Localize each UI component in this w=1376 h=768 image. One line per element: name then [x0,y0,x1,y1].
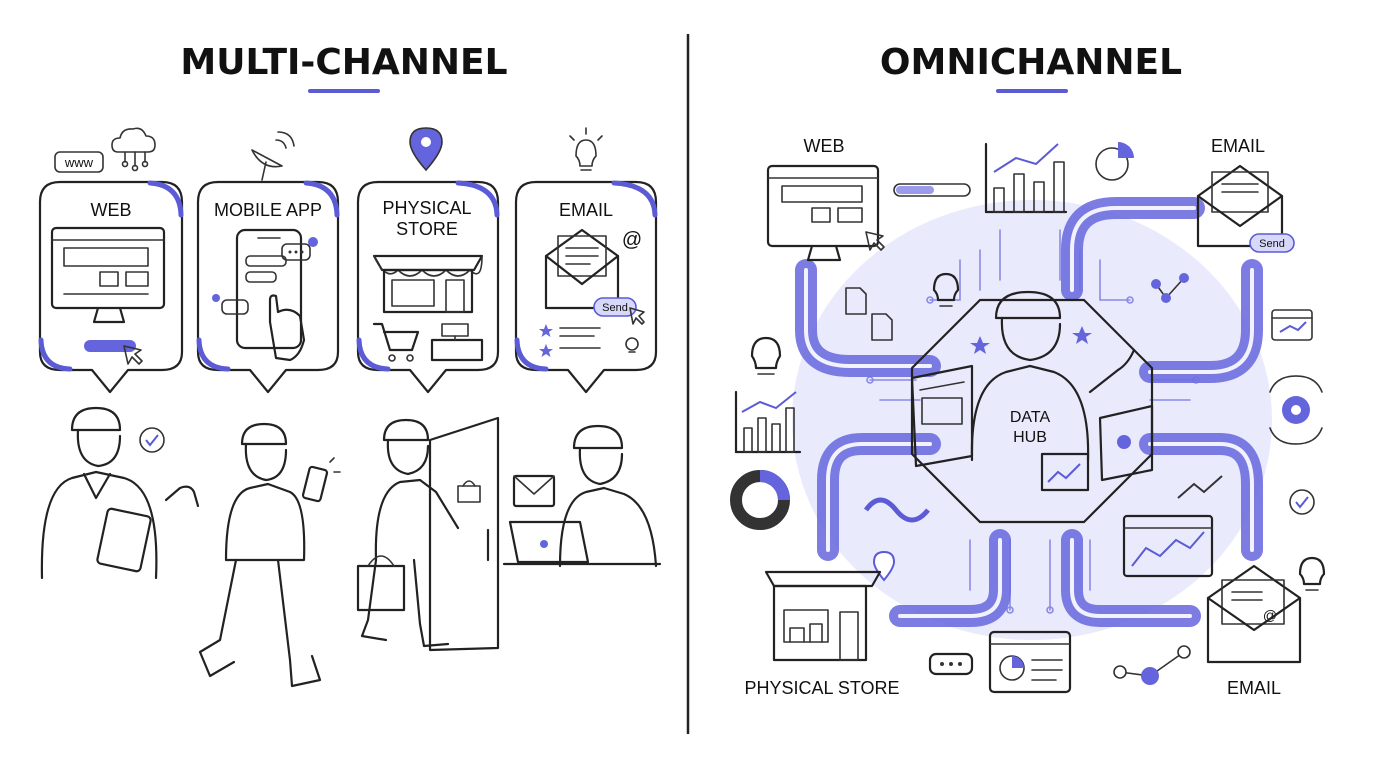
card-web: WEB www [38,127,184,394]
lightbulb-top-icon [569,127,603,171]
person-entering-store [356,416,500,652]
send-button: Send [593,297,645,325]
omni-envelope-bottom-icon: @ [1206,564,1302,664]
storefront-icon [372,254,484,314]
svg-text:Send: Send [602,302,628,314]
bar-chart-top-icon [984,142,1068,214]
at-sign-icon: @ [622,229,642,251]
satellite-dish-icon [251,131,295,181]
gear-sync-icon [1269,375,1323,445]
holo-screen-right [1098,404,1154,482]
shopping-cart-icon [372,322,420,362]
person-laptop [502,424,662,568]
web-button-pill [84,340,136,352]
cash-register-icon [430,323,484,362]
lightbulb-center-icon [932,272,960,307]
multichannel-title: MULTI-CHANNEL [180,42,507,83]
cloud-network-icon [111,127,156,172]
monitor-icon [50,226,166,324]
pie-chart-top-icon [1095,142,1134,181]
mail-notification-icon [512,474,556,508]
omnichannel-title: OMNICHANNEL [880,42,1182,83]
card-store-label-1: PHYSICAL [382,198,471,218]
star-icon-2 [1072,326,1092,344]
lightbulb-left-icon [750,336,782,375]
hub-label-1: DATA [1010,409,1051,426]
lightbulb-right-icon [1298,556,1326,591]
omni-envelope-top-icon: Send [1196,164,1295,253]
envelope-icon [544,228,620,310]
chat-bubble-bottom-icon [928,652,974,676]
omni-web-label: WEB [803,136,844,156]
infinity-loop-icon [863,497,930,523]
star-icon [970,336,990,354]
document-icons [845,287,893,341]
card-email-label: EMAIL [559,200,613,220]
hub-label-2: HUB [1013,429,1047,446]
dashboard-card-icon [988,630,1072,694]
card-store-label-2: STORE [396,219,458,239]
svg-text:Send: Send [1259,238,1285,250]
cursor-icon [123,345,143,365]
svg-text:@: @ [1263,607,1277,623]
checkmark-bubble-icon [139,427,165,453]
person-walking-phone [198,422,341,688]
omni-email-bottom-label: EMAIL [1227,678,1281,698]
bar-chart-left-icon [734,390,802,454]
www-badge: www [54,151,104,173]
card-web-label: WEB [90,200,131,220]
person-tablet [40,406,200,580]
lightbulb-icon [625,337,639,353]
card-mobile-app: MOBILE APP [196,131,340,394]
settings-window-icon [1271,309,1313,341]
svg-text:www: www [64,155,94,170]
donut-chart-icon [730,470,790,530]
location-pin-icon [409,127,443,172]
store-door [428,416,500,652]
flow-arrows [795,197,1263,627]
omni-store-label: PHYSICAL STORE [744,678,899,698]
multichannel-panel: MULTI-CHANNEL WEB www [38,42,662,688]
omni-storefront-icon [764,570,882,662]
star-list-icon [539,324,601,357]
network-nodes-icon [1113,645,1191,685]
progress-bar [893,183,971,197]
omnichannel-panel: OMNICHANNEL [730,42,1326,698]
omni-email-top-label: EMAIL [1211,136,1265,156]
chat-bubble-icon [212,237,318,315]
card-mobile-app-label: MOBILE APP [214,200,322,220]
line-chart-window-icon [1122,514,1214,578]
check-circle-icon [1289,489,1315,515]
card-physical-store: PHYSICAL STORE [356,127,500,394]
share-nodes-icon [1151,273,1189,303]
holo-chart-icon [1040,452,1090,492]
smartphone-icon [235,228,306,362]
data-hub: DATA HUB [910,290,1154,524]
holo-screen-left [910,364,974,468]
omni-monitor-icon [766,164,885,262]
trend-arrow-icon [1177,475,1223,499]
card-email: EMAIL @ Send [514,127,658,394]
